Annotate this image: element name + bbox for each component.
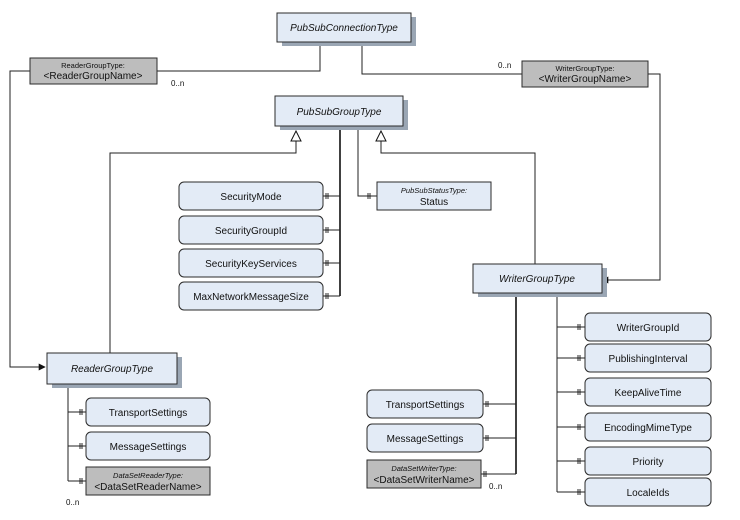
pubsub-status-name: Status: [420, 197, 448, 208]
svg-text:EncodingMimeType: EncodingMimeType: [604, 423, 692, 434]
node-pubsub-status[interactable]: PubSubStatusType: Status: [376, 181, 492, 211]
property-reader-message-settings[interactable]: MessageSettings: [85, 431, 211, 461]
readergroup-ref-to-readergrouptype: [9, 70, 46, 371]
writer-group-ref-type: WriterGroupType:: [555, 64, 614, 73]
node-reader-group-ref[interactable]: ReaderGroupType: <ReaderGroupName>: [29, 57, 158, 85]
svg-text:MessageSettings: MessageSettings: [110, 442, 187, 453]
svg-text:TransportSettings: TransportSettings: [109, 408, 188, 419]
svg-text:PublishingInterval: PublishingInterval: [609, 354, 688, 365]
reader-group-type-label: ReaderGroupType: [71, 364, 154, 375]
property-reader-transport-settings[interactable]: TransportSettings: [85, 397, 211, 427]
writergroup-ref-to-writergrouptype: [601, 73, 661, 284]
conn-to-readergroup-ref: [157, 42, 321, 72]
property-keep-alive-time[interactable]: KeepAliveTime: [584, 377, 712, 407]
property-writer-group-id[interactable]: WriterGroupId: [584, 312, 712, 342]
writer-group-type-label: WriterGroupType: [499, 274, 575, 285]
svg-text:LocaleIds: LocaleIds: [627, 488, 670, 499]
node-writer-group-ref[interactable]: WriterGroupType: <WriterGroupName>: [521, 60, 649, 88]
property-security-key-services[interactable]: SecurityKeyServices: [178, 248, 324, 278]
svg-text:MaxNetworkMessageSize: MaxNetworkMessageSize: [193, 292, 309, 303]
property-security-mode[interactable]: SecurityMode: [178, 181, 324, 211]
property-tick-marks: [79, 193, 581, 495]
node-reader-group-type[interactable]: ReaderGroupType: [46, 352, 182, 388]
svg-text:WriterGroupId: WriterGroupId: [617, 323, 680, 334]
writergroup-inherits: [380, 131, 536, 264]
node-writer-group-type[interactable]: WriterGroupType: [472, 263, 607, 297]
svg-text:SecurityKeyServices: SecurityKeyServices: [205, 259, 297, 270]
writer-group-ref-name: <WriterGroupName>: [539, 74, 632, 85]
dataset-writer-name: <DataSetWriterName>: [374, 475, 475, 486]
property-publishing-interval[interactable]: PublishingInterval: [584, 343, 712, 373]
svg-text:TransportSettings: TransportSettings: [386, 400, 465, 411]
readergroup-inherits: [109, 131, 297, 353]
svg-text:MessageSettings: MessageSettings: [387, 434, 464, 445]
svg-text:KeepAliveTime: KeepAliveTime: [615, 388, 682, 399]
reader-properties: TransportSettings MessageSettings: [85, 397, 211, 461]
writer-left-properties: TransportSettings MessageSettings: [366, 389, 484, 453]
cardinality-dataset-writers: 0..n: [489, 482, 502, 491]
inherit-arrow-left-icon: [290, 129, 302, 142]
node-pubsub-group-type[interactable]: PubSubGroupType: [274, 95, 408, 130]
cardinality-writer-groups: 0..n: [498, 61, 511, 70]
property-writer-transport-settings[interactable]: TransportSettings: [366, 389, 484, 419]
cardinality-reader-groups: 0..n: [171, 79, 184, 88]
pubsub-status-type: PubSubStatusType:: [401, 186, 467, 195]
cardinality-dataset-readers: 0..n: [66, 498, 79, 507]
inherit-arrow-right-icon: [375, 129, 387, 142]
pubsub-group-type-label: PubSubGroupType: [297, 107, 382, 118]
svg-text:Priority: Priority: [632, 457, 663, 468]
pubsub-connection-type-label: PubSubConnectionType: [290, 23, 398, 34]
link-status: [357, 126, 377, 197]
dataset-reader-name: <DataSetReaderName>: [94, 482, 201, 493]
dataset-reader-type: DataSetReaderType:: [113, 471, 183, 480]
property-encoding-mime-type[interactable]: EncodingMimeType: [584, 412, 712, 442]
writer-right-properties: WriterGroupId PublishingInterval KeepAli…: [584, 312, 712, 507]
node-dataset-writer[interactable]: DataSetWriterType: <DataSetWriterName>: [366, 459, 482, 489]
property-locale-ids[interactable]: LocaleIds: [584, 477, 712, 507]
connectors: [9, 42, 661, 495]
svg-text:SecurityGroupId: SecurityGroupId: [215, 226, 287, 237]
property-security-group-id[interactable]: SecurityGroupId: [178, 215, 324, 245]
svg-text:SecurityMode: SecurityMode: [220, 192, 282, 203]
node-pubsub-connection-type[interactable]: PubSubConnectionType: [276, 12, 416, 46]
dataset-writer-type: DataSetWriterType:: [391, 464, 456, 473]
property-writer-message-settings[interactable]: MessageSettings: [366, 423, 484, 453]
reader-group-ref-type: ReaderGroupType:: [61, 61, 125, 70]
property-max-network-message-size[interactable]: MaxNetworkMessageSize: [178, 281, 324, 311]
group-properties: SecurityMode SecurityGroupId SecurityKey…: [178, 181, 324, 311]
reader-group-ref-name: <ReaderGroupName>: [44, 71, 143, 82]
conn-to-writergroup-ref: [361, 42, 522, 75]
property-priority[interactable]: Priority: [584, 446, 712, 476]
node-dataset-reader[interactable]: DataSetReaderType: <DataSetReaderName>: [85, 466, 211, 496]
